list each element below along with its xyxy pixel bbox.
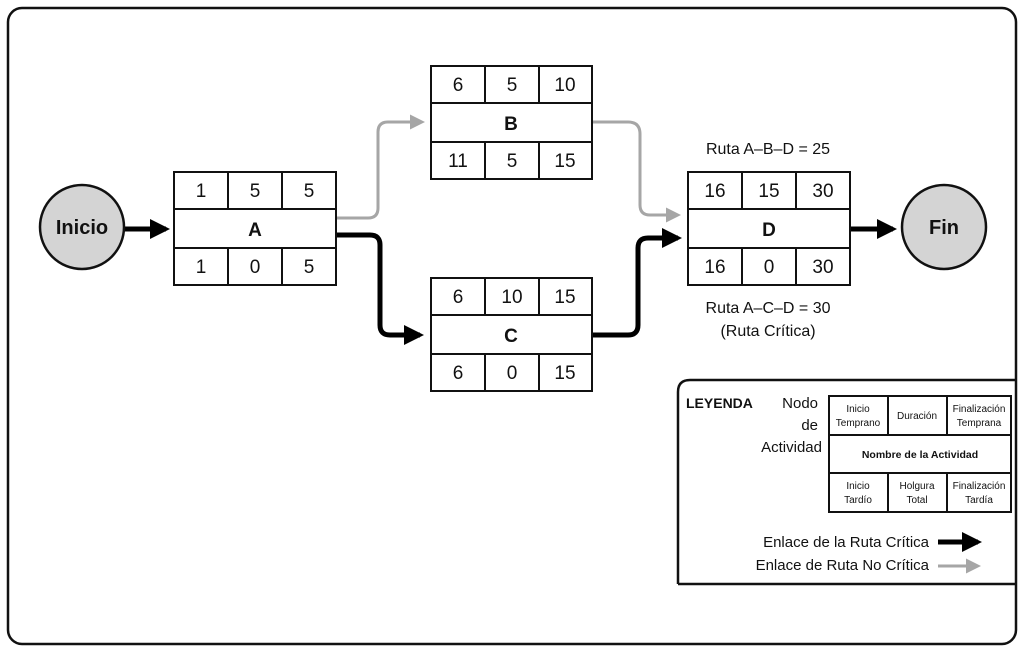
b-duration: 5 <box>507 75 518 96</box>
c-late-start: 6 <box>453 363 464 384</box>
a-duration: 5 <box>250 181 261 202</box>
legend-early-start-2: Temprano <box>836 418 881 429</box>
a-late-start: 1 <box>196 257 207 278</box>
legend-late-finish-1: Finalización <box>953 481 1006 492</box>
b-late-finish: 15 <box>554 151 575 172</box>
c-duration: 10 <box>501 287 522 308</box>
activity-node-a: 1 5 5 A 1 0 5 <box>173 171 337 286</box>
legend-noncritical-label: Enlace de Ruta No Crítica <box>756 557 930 574</box>
d-late-start: 16 <box>704 257 725 278</box>
d-duration: 15 <box>758 181 779 202</box>
b-slack: 5 <box>507 151 518 172</box>
legend-late-start-2: Tardío <box>844 495 872 506</box>
legend-node-label-3: Actividad <box>761 439 822 456</box>
legend-slack-2: Total <box>906 495 927 506</box>
legend-title: LEYENDA <box>686 395 753 411</box>
link-b-d <box>592 120 681 223</box>
end-node: Fin <box>900 183 988 271</box>
activity-node-d: 16 15 30 D 16 0 30 <box>687 171 851 286</box>
d-early-finish: 30 <box>812 181 833 202</box>
legend-late-start-1: Inicio <box>846 481 870 492</box>
c-slack: 0 <box>507 363 518 384</box>
a-slack: 0 <box>250 257 261 278</box>
d-name: D <box>762 220 776 241</box>
legend-slack-1: Holgura <box>899 481 934 492</box>
legend-node-label-2: de <box>801 417 818 434</box>
legend: LEYENDA Nodo de Actividad Inicio Tempran… <box>676 378 1016 586</box>
link-a-b <box>336 114 425 220</box>
legend-activity-name: Nombre de la Actividad <box>862 449 978 461</box>
legend-early-start-1: Inicio <box>846 404 870 415</box>
route-abd-label: Ruta A–B–D = 25 <box>706 141 830 158</box>
start-node: Inicio <box>38 183 126 271</box>
activity-node-b: 6 5 10 B 11 5 15 <box>430 65 593 180</box>
c-early-finish: 15 <box>554 287 575 308</box>
d-late-finish: 30 <box>812 257 833 278</box>
svg-text:Inicio: Inicio <box>56 217 108 239</box>
legend-node-label-1: Nodo <box>782 395 818 412</box>
svg-text:Fin: Fin <box>929 217 959 239</box>
b-name: B <box>504 114 518 135</box>
legend-duration: Duración <box>897 411 937 422</box>
a-early-finish: 5 <box>304 181 315 202</box>
b-late-start: 11 <box>448 151 468 172</box>
c-early-start: 6 <box>453 287 464 308</box>
c-late-finish: 15 <box>554 363 575 384</box>
diagram-frame <box>6 6 1018 646</box>
d-slack: 0 <box>764 257 775 278</box>
route-acd-critical-label: (Ruta Crítica) <box>720 323 815 340</box>
a-name: A <box>248 220 262 241</box>
route-acd-label: Ruta A–C–D = 30 <box>706 300 831 317</box>
a-late-finish: 5 <box>304 257 315 278</box>
link-a-c <box>336 232 424 345</box>
activity-node-c: 6 10 15 C 6 0 15 <box>430 277 593 392</box>
legend-node-template: Inicio Temprano Duración Finalización Te… <box>828 395 1012 513</box>
legend-critical-label: Enlace de la Ruta Crítica <box>763 534 930 551</box>
legend-late-finish-2: Tardía <box>965 495 993 506</box>
link-c-d <box>592 228 682 338</box>
links <box>124 114 897 345</box>
d-early-start: 16 <box>704 181 725 202</box>
c-name: C <box>504 326 518 347</box>
b-early-start: 6 <box>453 75 464 96</box>
legend-early-finish-1: Finalización <box>953 404 1006 415</box>
b-early-finish: 10 <box>554 75 575 96</box>
legend-early-finish-2: Temprana <box>957 418 1002 429</box>
a-early-start: 1 <box>196 181 207 202</box>
